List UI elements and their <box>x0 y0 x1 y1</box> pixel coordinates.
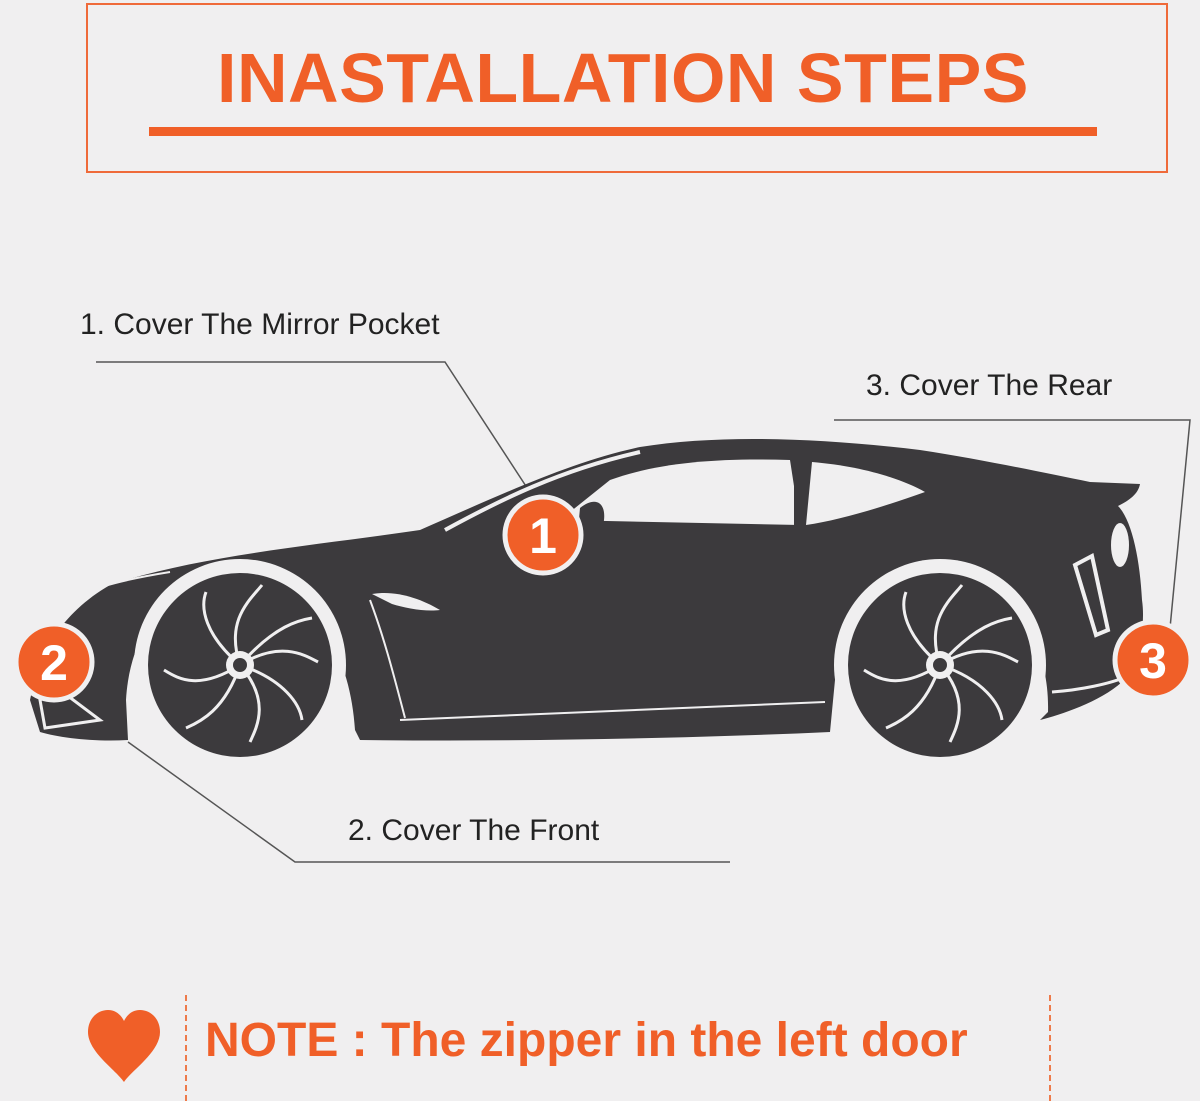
car-diagram: 1 2 3 <box>13 361 1194 863</box>
heart-icon <box>88 1010 160 1082</box>
note-divider-right <box>1049 995 1051 1101</box>
leader-line-2 <box>127 741 730 863</box>
step-1-marker: 1 <box>502 494 584 576</box>
title-frame <box>86 3 1168 173</box>
leader-lines <box>96 361 1191 863</box>
rear-wheel <box>834 559 1046 771</box>
step-1-label: 1. Cover The Mirror Pocket <box>80 308 440 341</box>
step-3-marker: 3 <box>1112 619 1194 701</box>
step-2-number: 2 <box>40 635 68 691</box>
note-text: NOTE : The zipper in the left door <box>205 1014 968 1067</box>
step-3-number: 3 <box>1139 633 1167 689</box>
leader-line-3 <box>834 419 1191 629</box>
leader-line-1 <box>96 361 536 501</box>
front-wheel <box>134 559 346 771</box>
step-2-label: 2. Cover The Front <box>348 814 600 847</box>
step-2-marker: 2 <box>13 621 95 703</box>
title-underline <box>149 127 1097 136</box>
page-title: INASTALLATION STEPS <box>217 39 1029 117</box>
sports-car-silhouette-icon <box>30 438 1144 771</box>
note-divider-left <box>185 995 187 1101</box>
step-3-label: 3. Cover The Rear <box>866 369 1113 402</box>
step-1-number: 1 <box>529 508 557 564</box>
